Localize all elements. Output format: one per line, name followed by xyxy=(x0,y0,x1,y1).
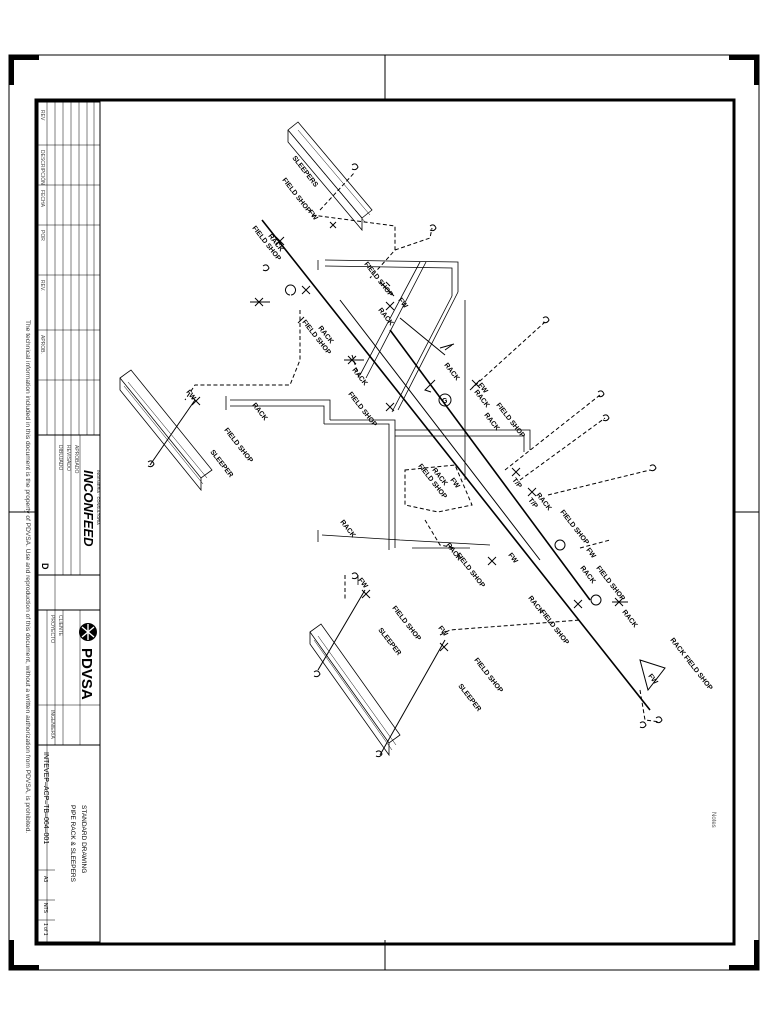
label-rack-13: RACK xyxy=(578,565,596,585)
info-cell-3: APROBADO xyxy=(73,445,79,473)
inconfeed-logo: INCONFEED xyxy=(81,470,96,547)
rev-cell-6: APROB. xyxy=(39,335,45,354)
info-cell-5: CLIENTE xyxy=(57,615,63,637)
isometric-piping-drawing xyxy=(119,121,666,758)
label-sleepers-top: SLEEPERS xyxy=(290,155,319,189)
inconfeed-subtitle: INGENIERÍA · CONSULTORÍA xyxy=(96,470,101,525)
title-block: REV DESCRIPCIÓN FECHA POR REV. APROB. DI… xyxy=(37,101,101,943)
label-field-shop-13: FIELD SHOP xyxy=(472,657,504,695)
sleeper-bottom xyxy=(309,623,401,757)
main-pipe-2 xyxy=(389,329,591,601)
rev-cell-4: POR xyxy=(39,230,45,241)
sheet-number: 1 of 1 xyxy=(42,923,48,936)
info-cell-6: INGENIERÍA xyxy=(49,710,56,740)
label-rack-field-shop-2: RACK FIELD SHOP xyxy=(668,637,713,692)
end-junction-triangle xyxy=(639,659,666,692)
label-fw-10: FW xyxy=(646,673,658,686)
pdvsa-logo-icon xyxy=(79,623,97,641)
revision-table xyxy=(38,102,100,436)
dashed-pipe-routes xyxy=(184,171,661,723)
drawing-title: PIPE RACK & SLEEPERS xyxy=(69,805,76,883)
label-fw-6: FW xyxy=(506,552,518,565)
rev-cell-3: FECHA xyxy=(39,190,45,208)
sleeper-left xyxy=(119,369,213,492)
label-field-shop-6: FIELD SHOP xyxy=(494,402,526,440)
notes-label: Notes xyxy=(710,812,716,828)
info-cell-4: PROYECTO xyxy=(49,615,55,643)
label-rack-15: RACK xyxy=(620,609,638,629)
label-rack-5: RACK xyxy=(442,362,460,382)
rev-cell-5: REV. xyxy=(39,280,45,291)
label-field-shop-9: FIELD SHOP xyxy=(454,552,486,590)
label-fw-7: FW xyxy=(584,547,596,560)
sheet-scale: NTS xyxy=(42,903,48,914)
label-rack-6: RACK xyxy=(250,402,268,422)
label-fw-8: FW xyxy=(356,577,368,590)
field-weld-marks xyxy=(191,221,583,652)
label-field-shop-5: FIELD SHOP xyxy=(222,427,254,465)
label-field-shop-1: FIELD SHOP xyxy=(280,177,312,215)
label-fw-1: FW xyxy=(306,209,318,222)
rev-cell-2: DESCRIPCIÓN xyxy=(39,150,46,185)
label-rack-field-shop-1: FIELD SHOP xyxy=(346,391,378,429)
disclaimer-text: The technical information included in th… xyxy=(24,320,31,833)
label-g: G xyxy=(442,398,448,405)
label-fw-9: FW xyxy=(436,625,448,638)
sleeper-top-right xyxy=(287,121,373,232)
rev-cell-1: REV xyxy=(39,110,45,121)
label-fw-5: FW xyxy=(448,477,460,490)
label-sleeper-3: SLEEPER xyxy=(456,683,482,713)
label-field-shop-11: FIELD SHOP xyxy=(390,605,422,643)
info-cell-1: DIBUJADO xyxy=(57,445,63,470)
label-sleeper-2: SLEEPER xyxy=(376,627,402,657)
label-field-shop-10: FIELD SHOP xyxy=(594,565,626,603)
drawing-type: STANDARD DRAWING xyxy=(80,805,87,873)
outer-frame xyxy=(8,54,760,971)
label-rack-8: RACK xyxy=(482,412,500,432)
valve-symbols xyxy=(250,281,628,607)
sheet-size: A3 xyxy=(42,876,48,882)
drawing-labels: SLEEPERS FIELD SHOP FW FIELD SHOP RACK F… xyxy=(184,155,713,713)
pipe-rack-frame xyxy=(225,259,531,585)
label-rack-2: RACK xyxy=(376,307,394,327)
drawing-number: INTEVEP–ACP–TB–064–001 xyxy=(42,752,49,844)
label-sleeper-1: SLEEPER xyxy=(208,449,234,479)
main-pipe-1 xyxy=(261,219,651,711)
pipe-end-caps xyxy=(147,163,663,758)
corner-marks xyxy=(9,55,759,970)
inner-frame xyxy=(34,98,736,946)
drawing-code: D xyxy=(40,563,50,570)
info-cell-2: REVISADO xyxy=(65,445,71,471)
label-rack-4: RACK xyxy=(350,367,368,387)
pdvsa-wordmark: PDVSA xyxy=(78,648,95,700)
label-field-shop-12: FIELD SHOP xyxy=(538,609,570,647)
